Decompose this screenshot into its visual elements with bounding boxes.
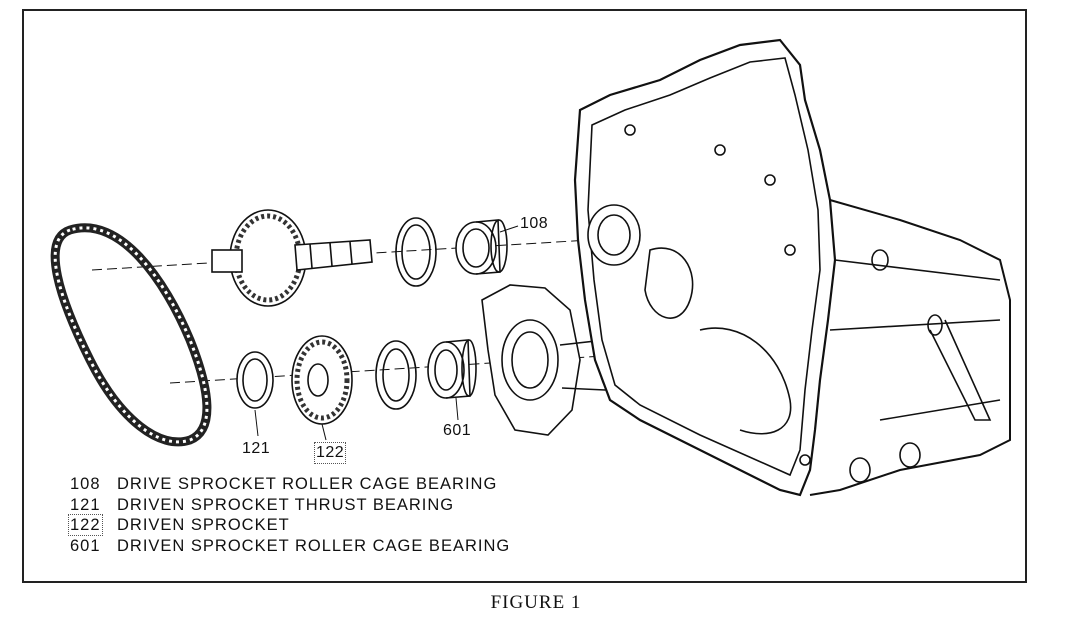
transmission-case	[573, 38, 1011, 497]
legend-description: DRIVEN SPROCKET THRUST BEARING	[117, 495, 455, 514]
callout-601: 601	[443, 422, 472, 439]
legend-number: 122	[68, 514, 117, 536]
legend-description: DRIVEN SPROCKET	[117, 516, 290, 534]
legend-row: 122 DRIVEN SPROCKET	[68, 514, 510, 536]
legend-description: DRIVEN SPROCKET ROLLER CAGE BEARING	[117, 536, 511, 555]
bearing-601	[427, 339, 477, 421]
parts-legend: 108 DRIVE SPROCKET ROLLER CAGE BEARING 1…	[68, 474, 510, 557]
bearing-108	[455, 219, 508, 275]
legend-row: 121 DRIVEN SPROCKET THRUST BEARING	[70, 495, 510, 516]
drive-sprocket	[211, 209, 373, 307]
legend-row: 601 DRIVEN SPROCKET ROLLER CAGE BEARING	[70, 536, 510, 557]
legend-number: 108	[70, 475, 101, 493]
legend-number: 601	[70, 536, 101, 555]
legend-row: 108 DRIVE SPROCKET ROLLER CAGE BEARING	[70, 474, 510, 495]
figure-frame	[22, 9, 1027, 583]
callout-108: 108	[520, 215, 549, 232]
drive-chain	[50, 223, 212, 447]
legend-number: 121	[70, 495, 101, 514]
callout-122: 122	[313, 442, 347, 464]
snap-ring-upper	[395, 217, 437, 287]
thrust-bearing-121	[236, 351, 274, 437]
driven-sprocket-122	[291, 335, 353, 441]
legend-description: DRIVE SPROCKET ROLLER CAGE BEARING	[117, 475, 498, 493]
legend-number-boxed: 122	[68, 514, 103, 536]
washer	[375, 340, 417, 410]
callout-121: 121	[242, 440, 271, 457]
figure-caption: FIGURE 1	[490, 592, 582, 613]
